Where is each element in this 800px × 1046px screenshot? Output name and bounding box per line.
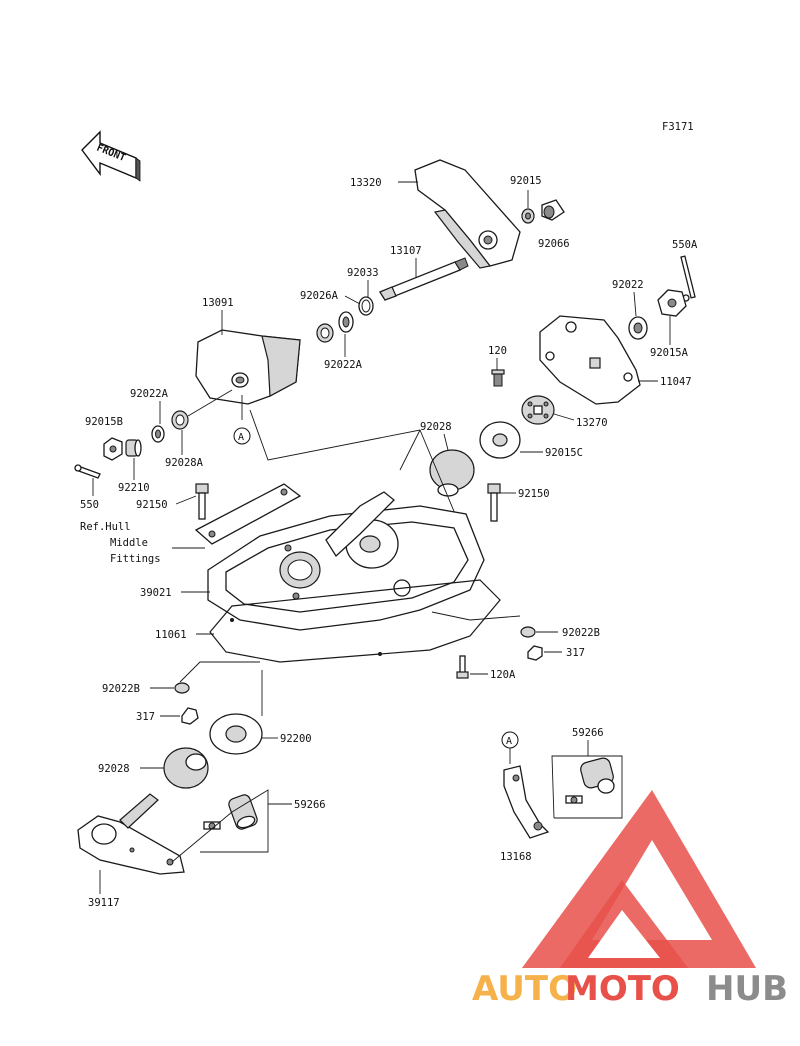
washer-92022B-right bbox=[520, 626, 536, 638]
callout-92066: 92066 bbox=[538, 238, 570, 250]
callout-92022A-left: 92022A bbox=[130, 388, 169, 400]
bolt-120 bbox=[491, 369, 505, 387]
hull-bracket bbox=[194, 483, 302, 545]
callout-39117: 39117 bbox=[88, 897, 120, 909]
callout-13091: 13091 bbox=[202, 297, 234, 309]
callout-92022A-right: 92022A bbox=[324, 359, 363, 371]
callout-550A: 550A bbox=[672, 239, 698, 251]
washer-92022A-left bbox=[151, 425, 165, 443]
callout-13270: 13270 bbox=[576, 417, 608, 429]
watermark-hub: HUB bbox=[706, 969, 788, 1009]
callout-92150-right: 92150 bbox=[518, 488, 550, 500]
shaft-13107 bbox=[379, 257, 469, 301]
bushing-92026A bbox=[316, 323, 334, 343]
ref-note-line3: Fittings bbox=[110, 553, 161, 565]
nut-317-left bbox=[181, 707, 199, 725]
bolt-92150-left bbox=[195, 483, 209, 520]
callout-92028A: 92028A bbox=[165, 457, 204, 469]
steering-base-39021 bbox=[207, 491, 485, 631]
callout-59266-right: 59266 bbox=[572, 727, 604, 739]
ref-note-line2: Middle bbox=[110, 537, 148, 549]
callout-120: 120 bbox=[488, 345, 507, 357]
nut-317-right bbox=[527, 645, 543, 661]
callout-92210: 92210 bbox=[118, 482, 150, 494]
bracket-11047 bbox=[539, 315, 641, 405]
callout-92022B-right: 92022B bbox=[562, 627, 600, 639]
lever-13168 bbox=[503, 765, 550, 839]
callout-92033: 92033 bbox=[347, 267, 379, 279]
callout-92200: 92200 bbox=[280, 733, 312, 745]
cable-holder-13320 bbox=[414, 159, 521, 269]
washer-92022A-right bbox=[338, 311, 354, 333]
ball-joint-59266-left bbox=[203, 794, 258, 830]
callout-13168: 13168 bbox=[500, 851, 532, 863]
svg-text:A: A bbox=[506, 736, 512, 747]
callout-92028-mid: 92028 bbox=[420, 421, 452, 433]
callout-13107: 13107 bbox=[390, 245, 422, 257]
callout-317-left: 317 bbox=[136, 711, 155, 723]
gasket-11061 bbox=[209, 579, 501, 663]
callout-92022-top: 92022 bbox=[612, 279, 644, 291]
callout-92150-left: 92150 bbox=[136, 499, 168, 511]
callout-550: 550 bbox=[80, 499, 99, 511]
nut-92015 bbox=[521, 208, 535, 224]
washer-92022B-left bbox=[174, 682, 190, 694]
callout-92015B: 92015B bbox=[85, 416, 123, 428]
callout-59266-left: 59266 bbox=[294, 799, 326, 811]
watermark-moto: MOTO bbox=[565, 969, 680, 1009]
bolt-92150-right bbox=[487, 483, 501, 522]
collar-92066 bbox=[541, 199, 565, 221]
circlip-92033 bbox=[358, 296, 374, 316]
collar-92015C bbox=[479, 421, 521, 459]
callout-11047: 11047 bbox=[660, 376, 692, 388]
callout-92028-low: 92028 bbox=[98, 763, 130, 775]
callout-39021: 39021 bbox=[140, 587, 172, 599]
ref-note-line1: Ref.Hull bbox=[80, 521, 131, 533]
figure-code: F3171 bbox=[662, 121, 694, 133]
ref-mark-a-upper: A bbox=[233, 427, 251, 445]
svg-text:A: A bbox=[238, 432, 244, 443]
callout-120A: 120A bbox=[490, 669, 516, 681]
callout-11061: 11061 bbox=[155, 629, 187, 641]
bushing-92028-mid bbox=[429, 449, 475, 497]
callout-92022B-left: 92022B bbox=[102, 683, 140, 695]
callout-92015A: 92015A bbox=[650, 347, 689, 359]
callout-13320: 13320 bbox=[350, 177, 382, 189]
callout-317-right: 317 bbox=[566, 647, 585, 659]
callout-92015: 92015 bbox=[510, 175, 542, 187]
cotter-pin-550 bbox=[74, 464, 101, 479]
nut-92015A bbox=[657, 289, 687, 317]
bolt-120A bbox=[456, 655, 469, 679]
bushing-92028A bbox=[171, 410, 189, 430]
plate-13270 bbox=[521, 395, 555, 425]
callout-92026A: 92026A bbox=[300, 290, 339, 302]
watermark-auto: AUTO bbox=[472, 969, 577, 1009]
washer-92200 bbox=[209, 713, 263, 755]
nut-92015B bbox=[103, 437, 123, 461]
bushing-92210 bbox=[125, 439, 142, 457]
bushing-92028-low bbox=[163, 747, 209, 789]
automotohub-watermark: AUTO MOTO HUB bbox=[472, 790, 788, 1009]
steering-holder-13091 bbox=[195, 329, 301, 405]
steering-arm-39117 bbox=[77, 793, 185, 875]
front-arrow-icon: FRONT bbox=[81, 130, 141, 182]
washer-92022-top bbox=[628, 316, 648, 340]
ref-mark-a-lower: A bbox=[501, 731, 519, 749]
callout-92015C: 92015C bbox=[545, 447, 583, 459]
ball-joint-59266-right bbox=[565, 757, 615, 804]
